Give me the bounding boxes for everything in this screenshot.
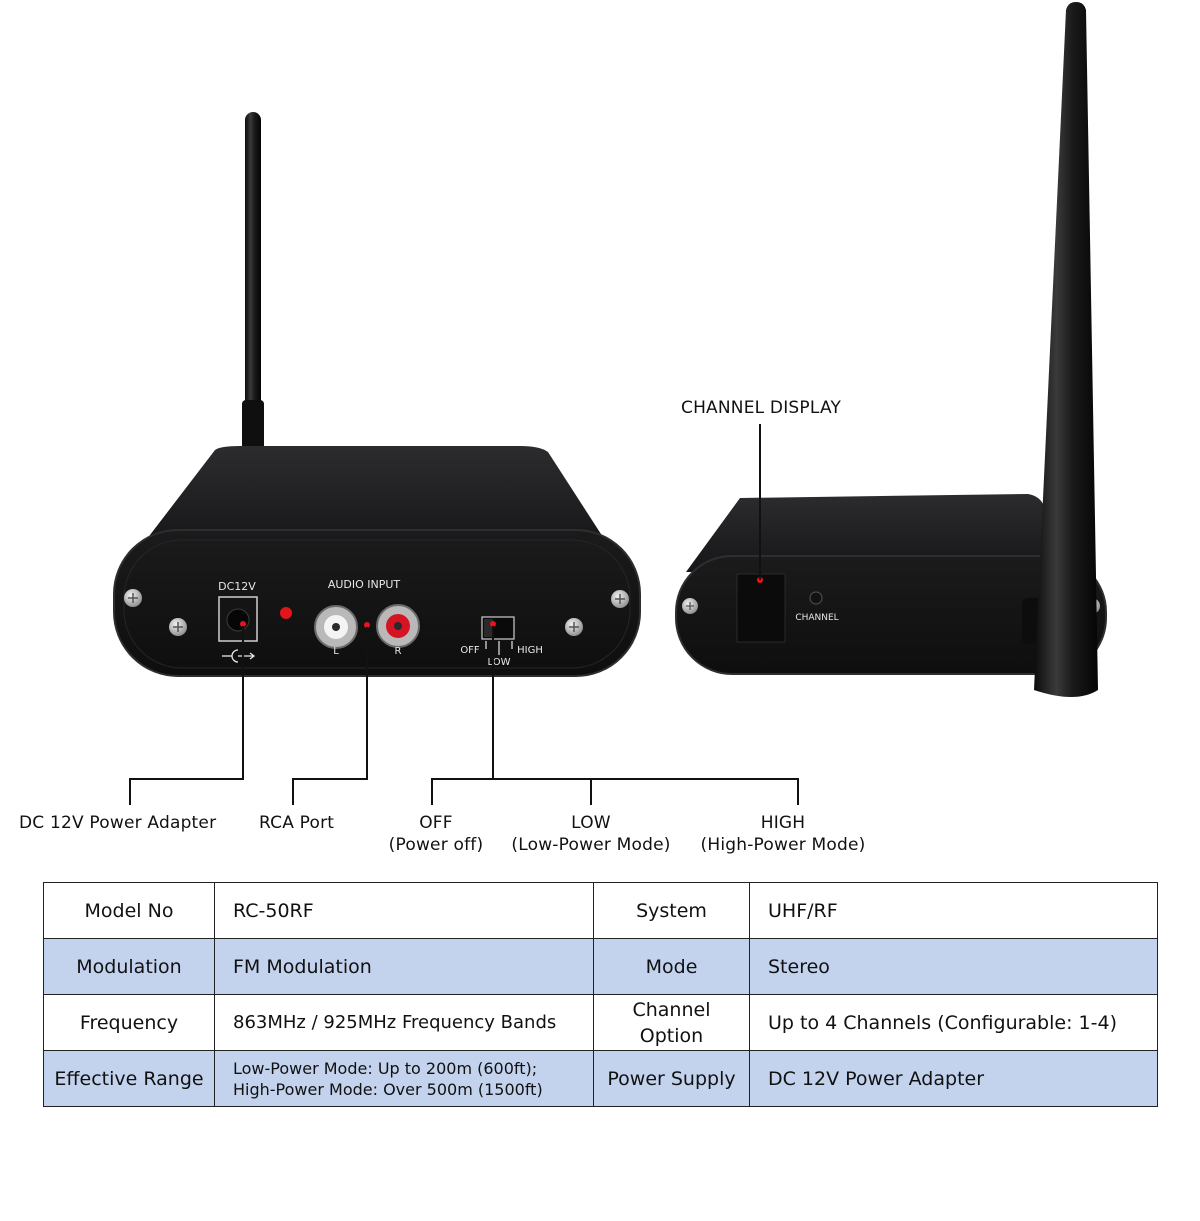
- screw-icon: [169, 618, 187, 636]
- spec-key: Mode: [593, 938, 750, 995]
- spec-key: System: [593, 882, 750, 939]
- spec-value: UHF/RF: [749, 882, 1158, 939]
- rca-right-label: R: [395, 646, 402, 657]
- low-title: LOW: [571, 813, 611, 833]
- table-row: Model No RC-50RF System UHF/RF: [43, 882, 1158, 939]
- rca-left-port[interactable]: [314, 605, 358, 649]
- rca-port-label: RCA Port: [259, 813, 335, 833]
- high-title: HIGH: [760, 813, 806, 833]
- table-row: Effective Range Low-Power Mode: Up to 20…: [43, 1050, 1158, 1107]
- channel-label: CHANNEL: [795, 613, 838, 623]
- dc-polarity-icon: [222, 649, 256, 663]
- front-device-lid: [140, 446, 610, 548]
- spec-value: Stereo: [749, 938, 1158, 995]
- front-device: DC12V AUDIO INPUT L R OFF LOW HIGH: [113, 112, 641, 677]
- spec-table: Model No RC-50RF System UHF/RF Modulatio…: [43, 882, 1158, 1107]
- channel-option-line1: Channel: [632, 998, 711, 1021]
- callout-marker: [490, 621, 496, 627]
- channel-display: [736, 573, 786, 643]
- screw-icon: [124, 589, 142, 607]
- side-device-lid: [686, 494, 1090, 572]
- spec-value: DC 12V Power Adapter: [749, 1050, 1158, 1107]
- front-antenna: [242, 112, 264, 472]
- callout-lines: [129, 424, 799, 805]
- switch-off-label: OFF: [460, 645, 480, 656]
- high-desc: (High-Power Mode): [700, 835, 866, 855]
- spec-value: 863MHz / 925MHz Frequency Bands: [214, 994, 594, 1051]
- spec-key: Power Supply: [593, 1050, 750, 1107]
- low-desc: (Low-Power Mode): [511, 835, 671, 855]
- off-title: OFF: [419, 813, 453, 833]
- range-line1: Low-Power Mode: Up to 200m (600ft);: [233, 1058, 538, 1078]
- spec-key: Modulation: [43, 938, 215, 995]
- switch-low-label: LOW: [488, 657, 511, 668]
- off-desc: (Power off): [388, 835, 484, 855]
- spec-key: Channel Option: [593, 994, 750, 1051]
- audio-input-label: AUDIO INPUT: [328, 578, 401, 591]
- spec-key: Model No: [43, 882, 215, 939]
- spec-value: RC-50RF: [214, 882, 594, 939]
- table-row: Modulation FM Modulation Mode Stereo: [43, 938, 1158, 995]
- spec-value: Low-Power Mode: Up to 200m (600ft); High…: [214, 1050, 594, 1107]
- dc12v-label: DC12V: [218, 580, 256, 593]
- range-line2: High-Power Mode: Over 500m (1500ft): [233, 1079, 543, 1099]
- switch-high-label: HIGH: [517, 645, 543, 656]
- low-callout: LOW (Low-Power Mode): [511, 812, 670, 856]
- channel-option-line2: Option: [639, 1024, 704, 1047]
- table-row: Frequency 863MHz / 925MHz Frequency Band…: [43, 994, 1158, 1051]
- power-led: [280, 607, 292, 619]
- rca-right-port[interactable]: [376, 604, 420, 648]
- screw-icon: [682, 598, 698, 614]
- spec-value: Up to 4 Channels (Configurable: 1-4): [749, 994, 1158, 1051]
- screw-icon: [565, 618, 583, 636]
- front-panel: [113, 529, 641, 677]
- dc-adapter-label: DC 12V Power Adapter: [19, 813, 217, 833]
- rca-left-label: L: [333, 646, 339, 657]
- spec-key: Frequency: [43, 994, 215, 1051]
- callout-marker: [240, 621, 246, 627]
- high-callout: HIGH (High-Power Mode): [701, 812, 866, 856]
- callout-marker: [364, 622, 370, 628]
- spec-value: FM Modulation: [214, 938, 594, 995]
- channel-button[interactable]: [809, 591, 823, 605]
- off-callout: OFF (Power off): [389, 812, 484, 856]
- side-device: CHANNEL: [675, 2, 1107, 697]
- side-antenna: [1034, 2, 1098, 697]
- channel-display-label: CHANNEL DISPLAY: [681, 398, 842, 418]
- spec-key: Effective Range: [43, 1050, 215, 1107]
- screw-icon: [611, 590, 629, 608]
